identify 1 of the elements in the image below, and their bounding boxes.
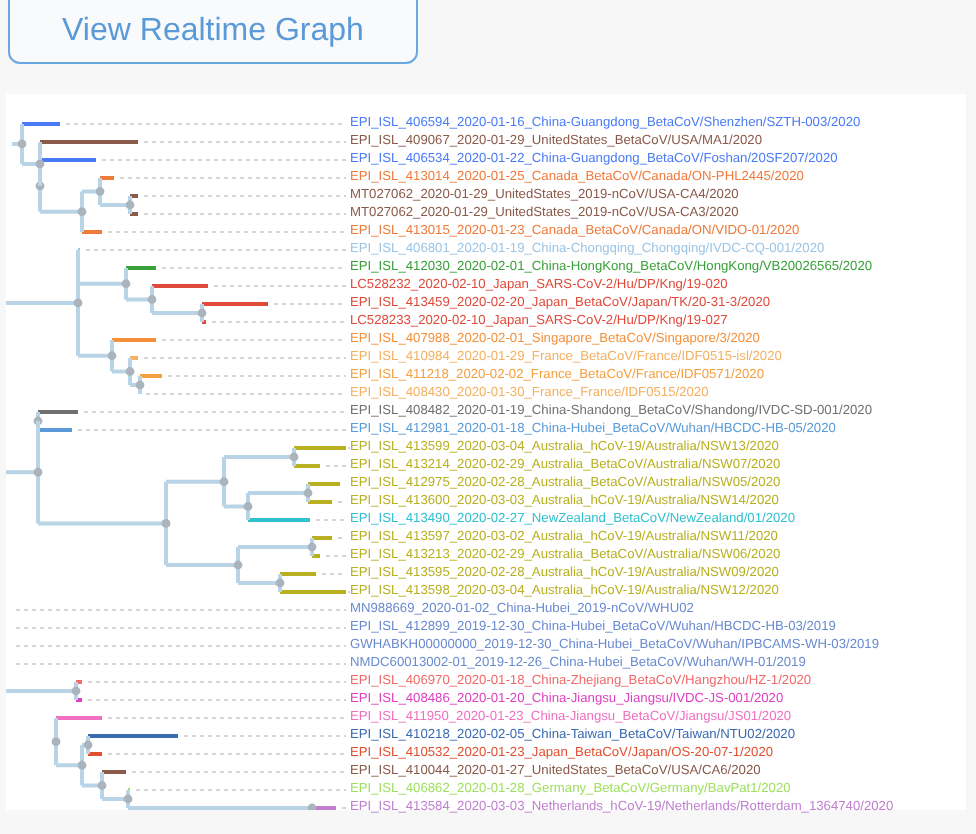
view-realtime-graph-button: View Realtime Graph xyxy=(8,0,418,64)
